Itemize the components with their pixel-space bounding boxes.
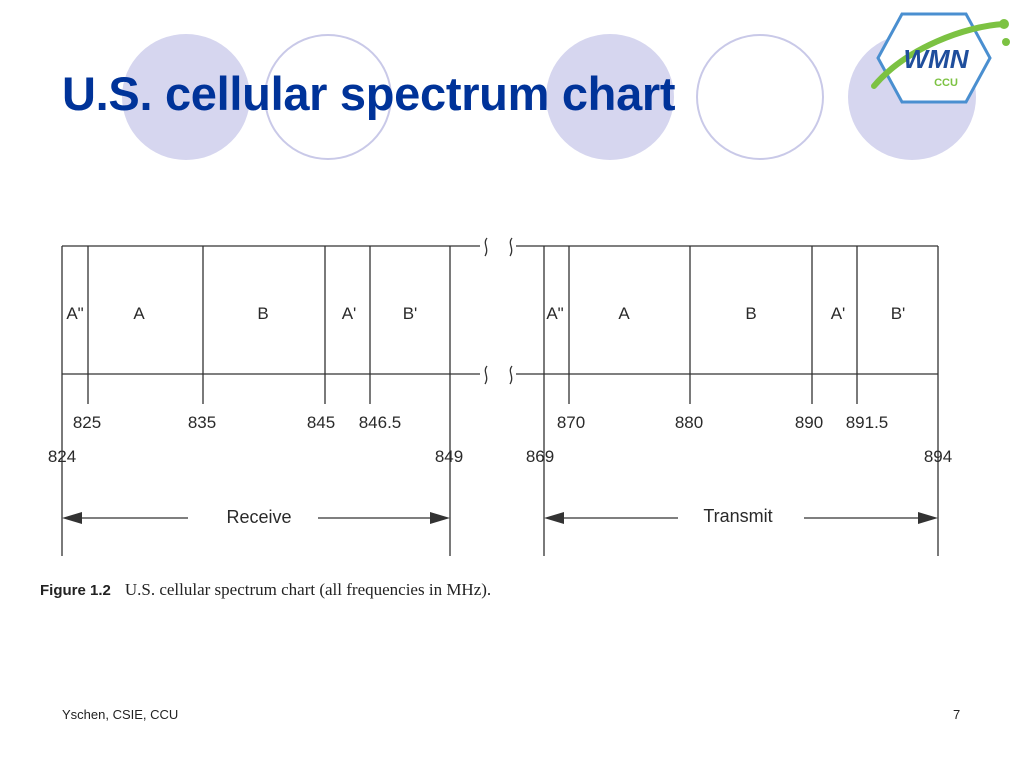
freq-835: 835 — [188, 413, 216, 432]
receive-band-b-prime: B' — [403, 304, 418, 323]
freq-824: 824 — [48, 447, 76, 466]
decor-circle-3 — [546, 34, 674, 160]
logo-text: WMN — [904, 44, 970, 74]
transmit-band-b: B — [745, 304, 756, 323]
transmit-arrowhead-right — [918, 512, 938, 524]
break-mark-bottom-1 — [484, 365, 488, 385]
figure-caption: Figure 1.2 U.S. cellular spectrum chart (… — [40, 580, 491, 600]
freq-880: 880 — [675, 413, 703, 432]
break-mark-bottom-2 — [509, 365, 513, 385]
decor-circle-2 — [264, 34, 392, 160]
logo-subtext: CCU — [934, 77, 958, 89]
freq-891-5: 891.5 — [846, 413, 889, 432]
receive-arrowhead-left — [62, 512, 82, 524]
receive-arrowhead-right — [430, 512, 450, 524]
transmit-band-b-prime: B' — [891, 304, 906, 323]
freq-870: 870 — [557, 413, 585, 432]
decor-circle-1 — [122, 34, 250, 160]
decor-circle-4 — [696, 34, 824, 160]
figure-label: Figure 1.2 — [40, 582, 111, 599]
receive-label: Receive — [226, 507, 291, 527]
freq-846-5: 846.5 — [359, 413, 402, 432]
wmn-logo: WMN CCU — [871, 12, 1010, 104]
receive-band-a-double-prime: A" — [66, 304, 83, 323]
transmit-band-a-double-prime: A" — [546, 304, 563, 323]
freq-869: 869 — [526, 447, 554, 466]
transmit-arrowhead-left — [544, 512, 564, 524]
freq-894: 894 — [924, 447, 952, 466]
receive-band-a-prime: A' — [342, 304, 357, 323]
break-mark-top-1 — [484, 237, 488, 257]
transmit-label: Transmit — [703, 506, 772, 526]
receive-band-b: B — [257, 304, 268, 323]
slide-title: U.S. cellular spectrum chart — [62, 67, 676, 120]
freq-845: 845 — [307, 413, 335, 432]
freq-890: 890 — [795, 413, 823, 432]
footer-author: Yschen, CSIE, CCU — [62, 707, 179, 722]
page-number: 7 — [953, 707, 961, 722]
receive-band-a: A — [133, 304, 145, 323]
freq-849: 849 — [435, 447, 463, 466]
transmit-band-a-prime: A' — [831, 304, 846, 323]
transmit-band-a: A — [618, 304, 630, 323]
break-mark-top-2 — [509, 237, 513, 257]
figure-caption-text: U.S. cellular spectrum chart (all freque… — [124, 580, 492, 599]
freq-825: 825 — [73, 413, 101, 432]
